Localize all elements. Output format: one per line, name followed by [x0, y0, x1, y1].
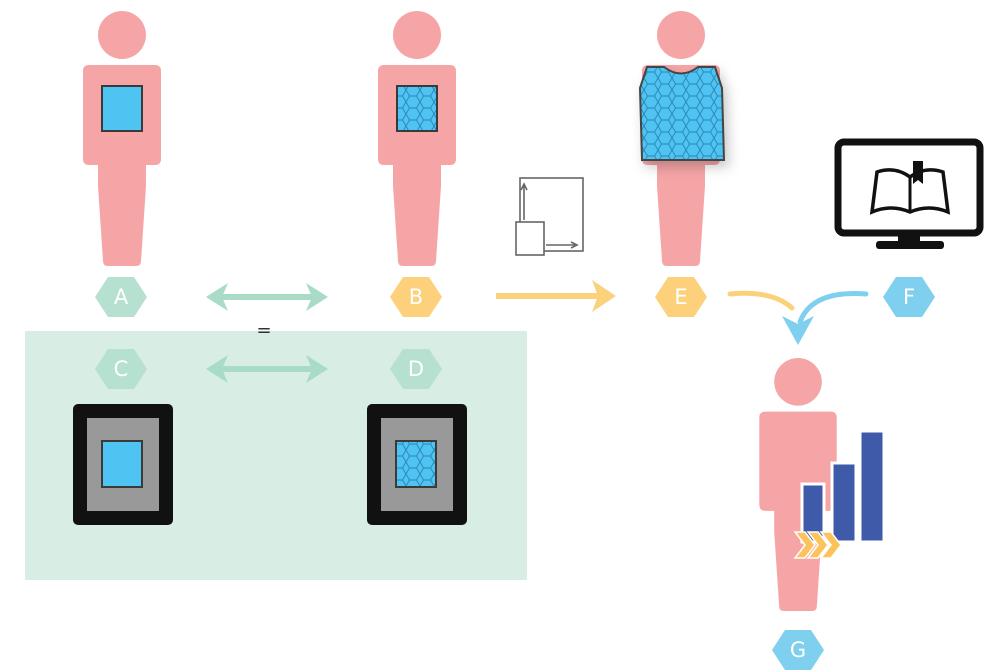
scale-up-icon — [515, 177, 584, 256]
bar-chart-with-chevrons-icon — [793, 429, 886, 559]
chevrons — [793, 531, 842, 559]
node-c-label: C — [114, 357, 129, 381]
node-e-label: E — [674, 285, 687, 309]
node-g-label: G — [790, 638, 806, 662]
arrowhead-to-g — [782, 316, 814, 345]
node-f-label: F — [903, 285, 915, 309]
arrow-f-to-g — [797, 291, 869, 325]
node-g: G — [772, 630, 824, 670]
node-c: C — [95, 349, 147, 389]
node-e: E — [655, 277, 707, 317]
chart-bar-3 — [858, 429, 886, 544]
chart-bar-2 — [830, 461, 858, 544]
hex-vest — [638, 66, 726, 161]
node-b: B — [390, 277, 442, 317]
arrow-e-to-g — [727, 290, 795, 311]
person-a — [83, 11, 161, 266]
material-sample-hex — [396, 85, 438, 132]
node-b-label: B — [409, 285, 423, 309]
node-d: D — [390, 349, 442, 389]
test-frame-c — [73, 404, 173, 525]
material-sample-plain — [101, 85, 143, 132]
double-arrow-cd — [206, 355, 328, 383]
test-frame-d — [367, 404, 467, 525]
node-d-label: D — [408, 357, 424, 381]
arrow-b-to-e — [496, 280, 616, 312]
monitor-with-open-book-icon — [834, 138, 984, 249]
person-e — [638, 11, 726, 266]
double-arrow-ab — [206, 283, 328, 311]
node-f: F — [883, 277, 935, 317]
person-b — [378, 11, 456, 266]
equals-sign: = — [256, 320, 271, 341]
node-a: A — [95, 277, 147, 317]
node-a-label: A — [114, 285, 129, 309]
